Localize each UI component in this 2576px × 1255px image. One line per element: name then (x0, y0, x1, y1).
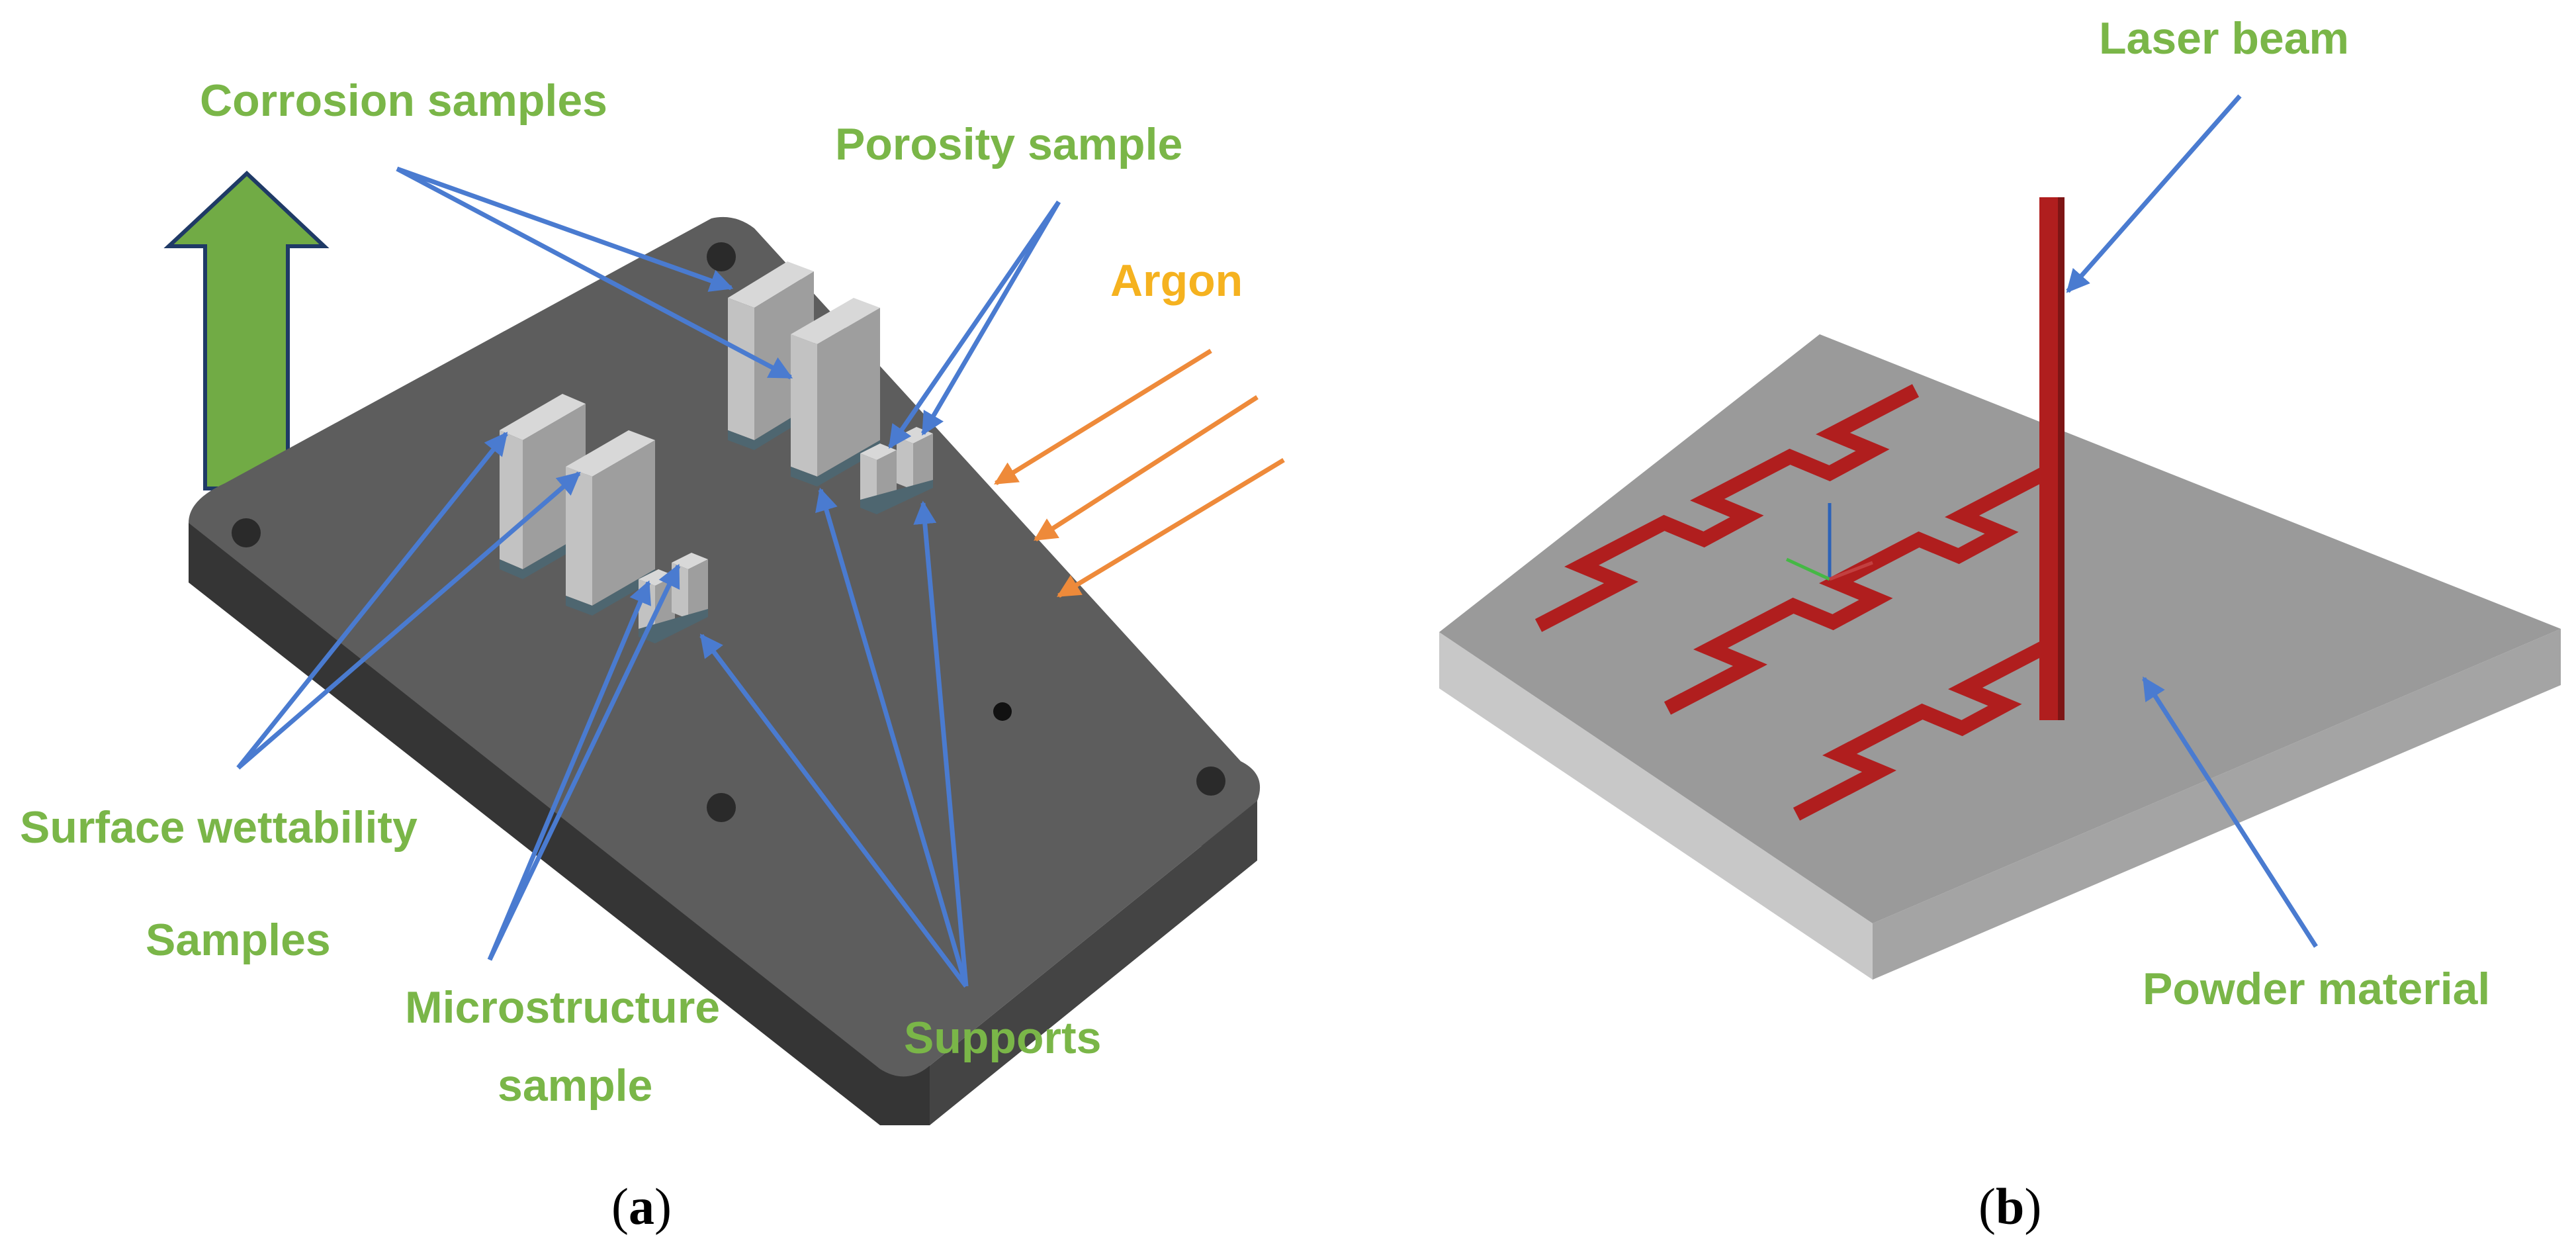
label-surface-wettability: Surface wettability (20, 802, 418, 853)
wettability-arrow-2 (236, 471, 581, 770)
scan-path-row-1 (1534, 384, 1920, 632)
caption-a: (a) (611, 1178, 672, 1235)
corrosion-sample-2 (791, 298, 880, 487)
wettability-sample-2 (566, 430, 655, 616)
porosity-arrow-1 (888, 201, 1061, 449)
label-samples: Samples (146, 915, 331, 965)
powder-bed (1439, 334, 2561, 980)
panel-b (1439, 94, 2561, 980)
build-direction-arrow-icon (163, 170, 330, 490)
corrosion-arrow-1 (396, 166, 734, 292)
scan-paths (1534, 384, 2052, 821)
powder-material-arrow (2142, 676, 2318, 948)
gas-port (993, 702, 1012, 721)
porosity-arrow-2 (920, 201, 1061, 436)
microstructure-arrow-2 (487, 563, 681, 961)
coordinate-axes-icon (1785, 503, 1873, 581)
build-plate (189, 216, 1261, 1125)
argon-flow-arrows (994, 349, 1285, 598)
label-corrosion-samples: Corrosion samples (200, 75, 607, 126)
caption-a-letter: a (628, 1178, 654, 1235)
scan-path-row-3 (1793, 639, 2052, 821)
mount-hole (707, 793, 736, 822)
microstructure-arrow-1 (487, 580, 651, 961)
laser-beam-column (2039, 197, 2065, 720)
corrosion-arrow-2 (396, 166, 793, 380)
label-microstructure-sample: sample (498, 1060, 653, 1111)
caption-b-letter: b (1995, 1178, 2025, 1235)
label-powder-material: Powder material (2143, 964, 2491, 1014)
wettability-arrow-1 (236, 432, 508, 770)
label-laser-beam: Laser beam (2099, 13, 2349, 64)
mount-hole (1196, 767, 1225, 796)
mount-hole (232, 518, 261, 547)
label-microstructure: Microstructure (405, 982, 721, 1033)
supports-arrow-1 (699, 633, 968, 988)
supports-arrow-3 (913, 500, 969, 987)
supports-arrow-2 (815, 487, 969, 987)
label-supports: Supports (904, 1013, 1102, 1063)
leader-arrows-panel-b (2066, 94, 2318, 948)
label-porosity-sample: Porosity sample (835, 119, 1183, 169)
laser-beam-arrow (2066, 94, 2242, 293)
leader-arrows-panel-a (236, 166, 1061, 988)
panel-a (163, 166, 1285, 1125)
caption-b: (b) (1978, 1178, 2042, 1235)
scan-path-row-2 (1664, 467, 2049, 715)
label-argon: Argon (1110, 256, 1243, 306)
mount-hole (707, 242, 736, 271)
